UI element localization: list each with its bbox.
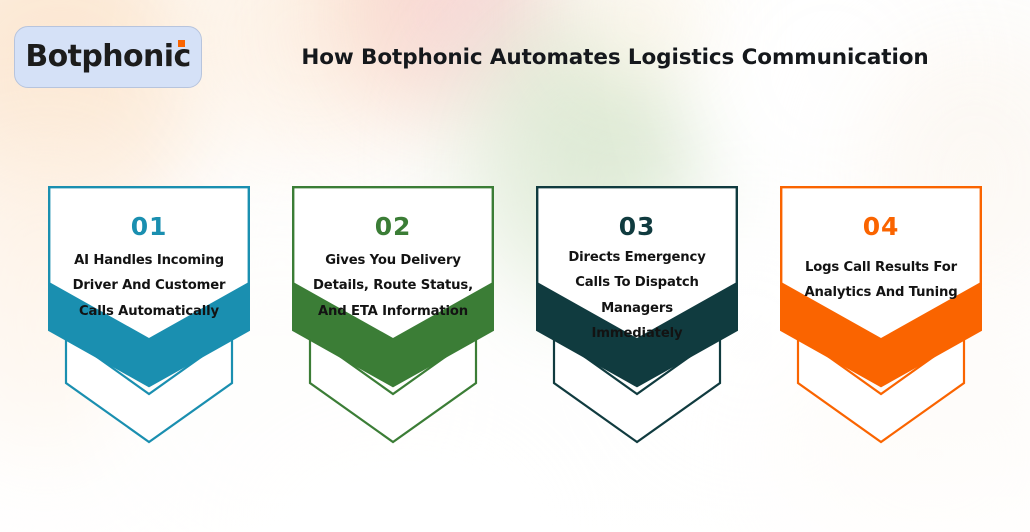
step-card-content: 03 Directs Emergency Calls To Dispatch M… bbox=[536, 186, 738, 346]
step-number: 04 bbox=[862, 212, 900, 241]
orange-square-dot-icon bbox=[177, 40, 185, 47]
step-description: Logs Call Results For Analytics And Tuni… bbox=[804, 260, 958, 301]
step-card-content: 04 Logs Call Results For Analytics And T… bbox=[780, 186, 982, 306]
step-card-content: 02 Gives You Delivery Details, Route Sta… bbox=[292, 186, 494, 324]
step-card-03[interactable]: 03 Directs Emergency Calls To Dispatch M… bbox=[536, 186, 738, 448]
brand-logo[interactable]: Botphonic bbox=[14, 26, 202, 88]
step-description: AI Handles Incoming Driver And Customer … bbox=[72, 253, 226, 319]
step-card-content: 01 AI Handles Incoming Driver And Custom… bbox=[48, 186, 250, 324]
badge-filled-chevron bbox=[49, 282, 249, 386]
brand-logo-wordmark: Botphonic bbox=[25, 39, 191, 74]
step-description: Gives You Delivery Details, Route Status… bbox=[313, 253, 473, 319]
badge-shape bbox=[780, 186, 982, 444]
steps-list: 01 AI Handles Incoming Driver And Custom… bbox=[0, 186, 1030, 448]
step-number: 03 bbox=[618, 212, 656, 241]
badge-shape bbox=[536, 186, 738, 444]
badge-lower-chevron-outline bbox=[64, 332, 234, 444]
badge-lower-chevron-outline bbox=[308, 332, 478, 444]
badge-lower-chevron-outline bbox=[552, 332, 722, 444]
step-number: 02 bbox=[374, 212, 412, 241]
step-card-04[interactable]: 04 Logs Call Results For Analytics And T… bbox=[780, 186, 982, 448]
brand-logo-text: Botphonic bbox=[25, 39, 191, 74]
badge-filled-chevron bbox=[293, 282, 493, 386]
page-title: How Botphonic Automates Logistics Commun… bbox=[301, 45, 929, 70]
badge-filled-chevron bbox=[537, 282, 737, 386]
header: Botphonic How Botphonic Automates Logist… bbox=[0, 0, 1030, 115]
step-card-01[interactable]: 01 AI Handles Incoming Driver And Custom… bbox=[48, 186, 250, 448]
badge-lower-chevron-outline bbox=[796, 332, 966, 444]
step-description: Directs Emergency Calls To Dispatch Mana… bbox=[568, 250, 706, 342]
step-number: 01 bbox=[130, 212, 168, 241]
step-card-02[interactable]: 02 Gives You Delivery Details, Route Sta… bbox=[292, 186, 494, 448]
badge-shape bbox=[48, 186, 250, 444]
badge-shape bbox=[292, 186, 494, 444]
badge-filled-chevron bbox=[781, 282, 981, 386]
